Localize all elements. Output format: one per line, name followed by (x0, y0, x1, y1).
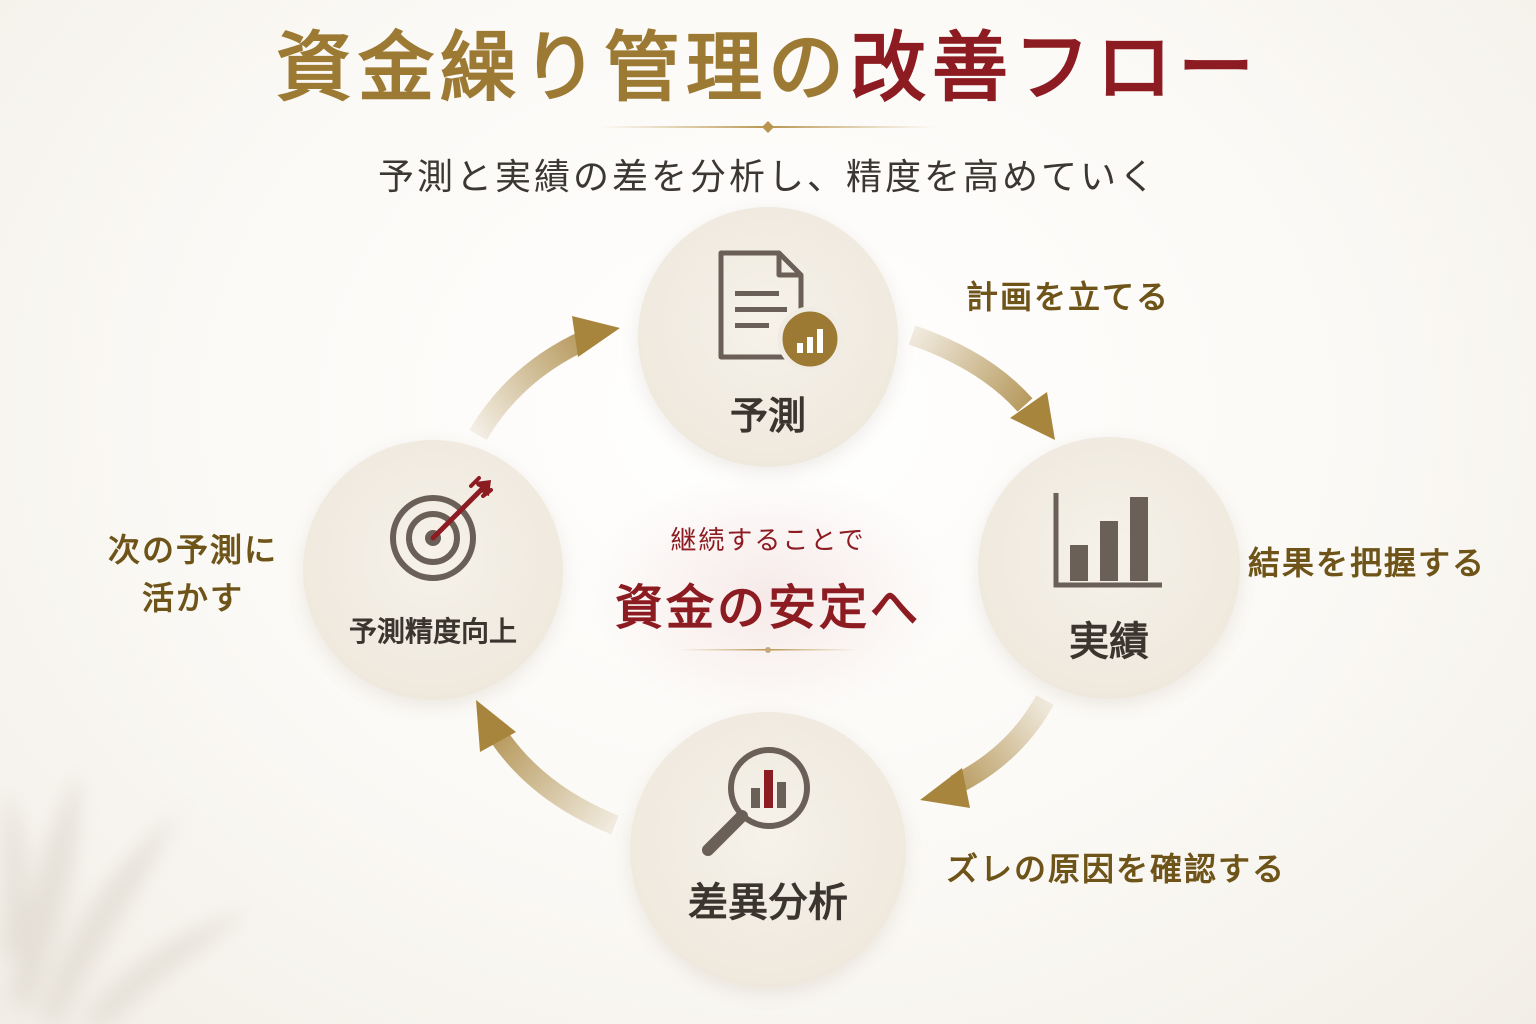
node-improve-label: 予測精度向上 (348, 615, 517, 648)
center-caption: 継続することで (670, 526, 866, 556)
magnifier-chart-icon (702, 747, 810, 856)
step-next-line1: 次の予測に (107, 531, 278, 569)
subtitle: 予測と実績の差を分析し、精度を高めていく (377, 157, 1158, 198)
node-forecast: 予測 (638, 207, 898, 467)
center-headline: 資金の安定へ (614, 580, 921, 636)
center-glow (588, 470, 948, 720)
node-forecast-label: 予測 (729, 393, 806, 438)
node-actual-label: 実績 (1069, 618, 1149, 665)
title-part-gold: 資金繰り管理の (276, 23, 850, 112)
arrow-actual-to-variance (920, 695, 1054, 808)
target-icon (390, 476, 493, 581)
arrow-improve-to-forecast (469, 316, 620, 441)
arrow-forecast-to-actual (908, 325, 1055, 440)
step-grasp-label: 結果を把握する (1248, 544, 1487, 582)
step-plan-label: 計画を立てる (966, 278, 1171, 316)
plant-shadow-decoration (0, 770, 250, 1024)
node-variance-label: 差異分析 (688, 879, 848, 926)
node-improve: 予測精度向上 (303, 440, 563, 700)
step-next-line2: 活かす (141, 579, 244, 617)
page-title: 資金繰り管理の改善フロー (0, 18, 1536, 118)
node-actual: 実績 (978, 437, 1240, 699)
node-variance: 差異分析 (630, 712, 906, 988)
step-check-label: ズレの原因を確認する (946, 850, 1287, 888)
step-next-label: 次の予測に 活かす (98, 526, 288, 622)
title-divider (598, 121, 938, 133)
arrow-variance-to-improve (476, 700, 619, 835)
center-divider (678, 647, 858, 653)
document-chart-icon (718, 250, 843, 372)
title-part-red: 改善フロー (850, 23, 1260, 112)
bar-chart-icon (1053, 493, 1162, 588)
